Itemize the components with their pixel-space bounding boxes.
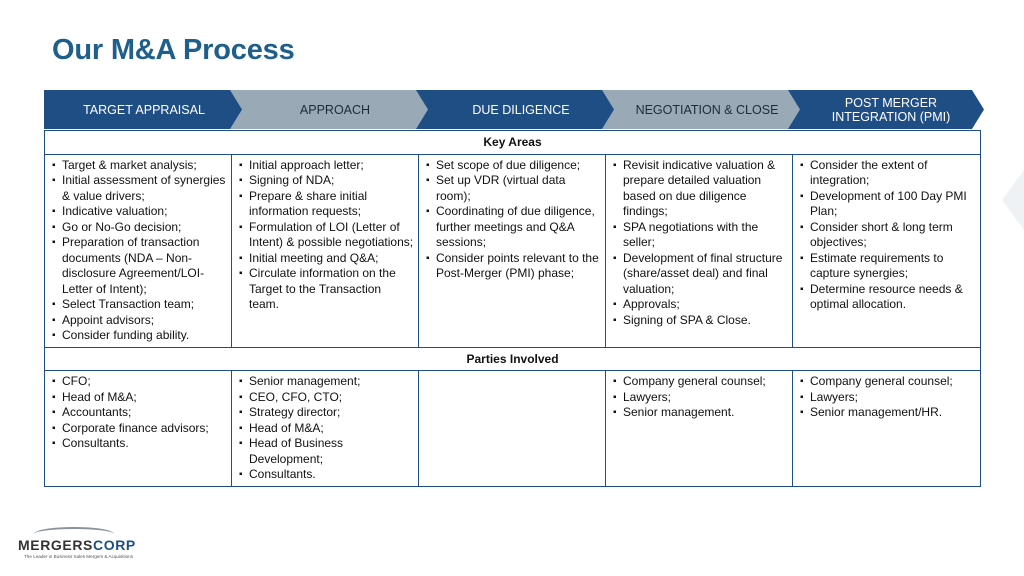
bullet-item: Coordinating of due diligence, further m… bbox=[426, 204, 601, 251]
stage-due-diligence: DUE DILIGENCE bbox=[416, 90, 616, 129]
bullet-item: Consultants. bbox=[239, 467, 414, 483]
bullet-list: Consider the extent of integration;Devel… bbox=[800, 158, 976, 313]
bullet-list: CFO;Head of M&A;Accountants;Corporate fi… bbox=[52, 374, 227, 452]
process-table: Key Areas Target & market analysis;Initi… bbox=[43, 130, 982, 487]
bullet-item: Estimate requirements to capture synergi… bbox=[800, 251, 976, 282]
bullet-item: Initial approach letter; bbox=[239, 158, 414, 174]
bullet-item: Initial meeting and Q&A; bbox=[239, 251, 414, 267]
bullet-list: Company general counsel;Lawyers;Senior m… bbox=[613, 374, 788, 421]
stage-target-appraisal: TARGET APPRAISAL bbox=[44, 90, 244, 129]
bullet-item: Determine resource needs & optimal alloc… bbox=[800, 282, 976, 313]
bullet-item: Formulation of LOI (Letter of Intent) & … bbox=[239, 220, 414, 251]
bullet-item: Consider the extent of integration; bbox=[800, 158, 976, 189]
process-chevrons: TARGET APPRAISAL APPROACH DUE DILIGENCE … bbox=[44, 90, 984, 129]
bullet-item: Company general counsel; bbox=[800, 374, 976, 390]
stage-approach: APPROACH bbox=[230, 90, 430, 129]
bullet-item: Corporate finance advisors; bbox=[52, 421, 227, 437]
bullet-item: Initial assessment of synergies & value … bbox=[52, 173, 227, 204]
bullet-item: Senior management/HR. bbox=[800, 405, 976, 421]
bullet-item: SPA negotiations with the seller; bbox=[613, 220, 788, 251]
key-areas-due-diligence: Set scope of due diligence;Set up VDR (v… bbox=[418, 153, 606, 348]
bullet-list: Revisit indicative valuation & prepare d… bbox=[613, 158, 788, 329]
key-areas-negotiation-close: Revisit indicative valuation & prepare d… bbox=[605, 153, 793, 348]
bullet-item: Revisit indicative valuation & prepare d… bbox=[613, 158, 788, 220]
bullet-item: Appoint advisors; bbox=[52, 313, 227, 329]
bullet-item: Go or No-Go decision; bbox=[52, 220, 227, 236]
key-areas-post-merger: Consider the extent of integration;Devel… bbox=[791, 153, 982, 348]
logo-wordmark: MERGERSCORP bbox=[18, 537, 136, 553]
bullet-item: Development of 100 Day PMI Plan; bbox=[800, 189, 976, 220]
bullet-item: Lawyers; bbox=[613, 390, 788, 406]
stage-post-merger-integration: POST MERGER INTEGRATION (PMI) bbox=[788, 90, 984, 129]
parties-involved-heading: Parties Involved bbox=[43, 346, 982, 371]
key-areas-heading: Key Areas bbox=[43, 130, 982, 155]
bullet-item: Set up VDR (virtual data room); bbox=[426, 173, 601, 204]
bullet-item: Select Transaction team; bbox=[52, 297, 227, 313]
bullet-item: Circulate information on the Target to t… bbox=[239, 266, 414, 313]
bullet-list: Target & market analysis;Initial assessm… bbox=[52, 158, 227, 344]
bullet-item: Signing of SPA & Close. bbox=[613, 313, 788, 329]
parties-negotiation-close: Company general counsel;Lawyers;Senior m… bbox=[605, 370, 793, 487]
mergerscorp-logo: MERGERSCORP The Leader in Business Sales… bbox=[18, 527, 138, 563]
bullet-item: Consider short & long term objectives; bbox=[800, 220, 976, 251]
bullet-item: Preparation of transaction documents (ND… bbox=[52, 235, 227, 297]
bullet-list: Set scope of due diligence;Set up VDR (v… bbox=[426, 158, 601, 282]
parties-due-diligence bbox=[418, 370, 606, 487]
bullet-item: Consider funding ability. bbox=[52, 328, 227, 344]
bullet-list: Initial approach letter;Signing of NDA;P… bbox=[239, 158, 414, 313]
bullet-item: Approvals; bbox=[613, 297, 788, 313]
logo-tagline: The Leader in Business Sales Mergers & A… bbox=[24, 554, 134, 559]
bullet-item: Head of M&A; bbox=[52, 390, 227, 406]
page-title: Our M&A Process bbox=[52, 34, 295, 66]
bullet-item: Head of M&A; bbox=[239, 421, 414, 437]
key-areas-approach: Initial approach letter;Signing of NDA;P… bbox=[231, 153, 419, 348]
decorative-triangle bbox=[1002, 170, 1024, 230]
bullet-item: Accountants; bbox=[52, 405, 227, 421]
bullet-item: Development of final structure (share/as… bbox=[613, 251, 788, 298]
bullet-item: Target & market analysis; bbox=[52, 158, 227, 174]
bullet-item: Lawyers; bbox=[800, 390, 976, 406]
logo-word-main: MERGERS bbox=[18, 537, 93, 553]
bullet-item: Signing of NDA; bbox=[239, 173, 414, 189]
bullet-item: Consultants. bbox=[52, 436, 227, 452]
parties-approach: Senior management;CEO, CFO, CTO;Strategy… bbox=[231, 370, 419, 487]
bullet-item: Indicative valuation; bbox=[52, 204, 227, 220]
parties-post-merger: Company general counsel;Lawyers;Senior m… bbox=[791, 370, 982, 487]
bullet-item: Senior management. bbox=[613, 405, 788, 421]
logo-arc bbox=[34, 527, 114, 541]
bullet-item: Prepare & share initial information requ… bbox=[239, 189, 414, 220]
stage-negotiation-close: NEGOTIATION & CLOSE bbox=[602, 90, 802, 129]
bullet-item: Head of Business Development; bbox=[239, 436, 414, 467]
bullet-item: Set scope of due diligence; bbox=[426, 158, 601, 174]
bullet-item: Strategy director; bbox=[239, 405, 414, 421]
bullet-item: CEO, CFO, CTO; bbox=[239, 390, 414, 406]
bullet-list: Senior management;CEO, CFO, CTO;Strategy… bbox=[239, 374, 414, 483]
bullet-list: Company general counsel;Lawyers;Senior m… bbox=[800, 374, 976, 421]
bullet-item: CFO; bbox=[52, 374, 227, 390]
bullet-item: Consider points relevant to the Post-Mer… bbox=[426, 251, 601, 282]
bullet-item: Senior management; bbox=[239, 374, 414, 390]
logo-word-accent: CORP bbox=[93, 537, 136, 553]
bullet-item: Company general counsel; bbox=[613, 374, 788, 390]
parties-target-appraisal: CFO;Head of M&A;Accountants;Corporate fi… bbox=[44, 370, 232, 487]
key-areas-target-appraisal: Target & market analysis;Initial assessm… bbox=[44, 153, 232, 348]
